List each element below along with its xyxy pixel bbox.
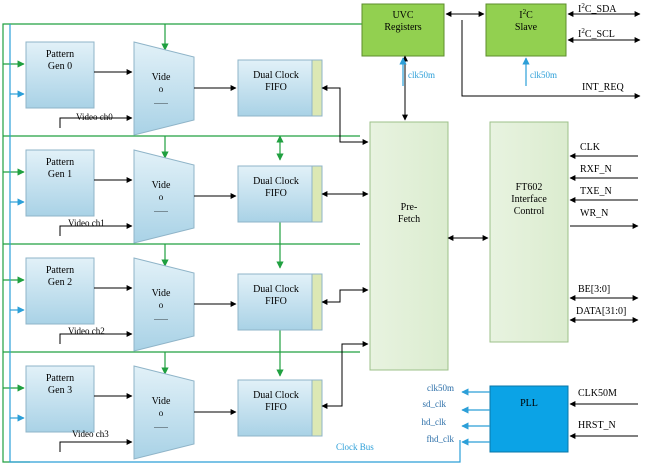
svg-text:o: o [159, 300, 164, 310]
svg-text:FT602: FT602 [516, 182, 543, 193]
signal-rxf: RXF_N [580, 164, 612, 175]
svg-text:Vide: Vide [152, 180, 171, 191]
pll-clk-in: CLK50M [578, 388, 617, 399]
svg-text:Registers: Registers [384, 22, 421, 33]
mux-dots: ....... [154, 313, 168, 322]
svg-text:Dual Clock: Dual Clock [253, 176, 299, 187]
svg-text:Vide: Vide [152, 72, 171, 83]
pattern-to-mux-arrows [59, 69, 237, 452]
fifo-0: Dual Clock FIFO [237, 59, 323, 117]
mux-dots: ....... [154, 421, 168, 430]
uvc-registers-block: UVC Registers [361, 3, 445, 57]
ft602-signal-lines [569, 153, 639, 323]
svg-text:o: o [159, 408, 164, 418]
prefetch-block: Pre- Fetch [369, 121, 449, 371]
svg-text:Dual Clock: Dual Clock [253, 390, 299, 401]
clock-bus-lines [9, 24, 461, 463]
video-mux-2: Vide o ....... [133, 257, 195, 352]
register-clock-lines [399, 57, 530, 86]
video-ch-label: Video ch3 [72, 429, 109, 439]
pll-outputs [461, 388, 490, 446]
svg-text:Dual Clock: Dual Clock [253, 70, 299, 81]
svg-text:o: o [159, 192, 164, 202]
pll-out-label: hd_clk [422, 417, 447, 427]
video-mux-1: Vide o ....... [133, 149, 195, 244]
signal-wr: WR_N [580, 208, 608, 219]
clk-i2c-label: clk50m [530, 70, 557, 80]
video-mux-3: Vide o ....... [133, 365, 195, 460]
i2c-sda-label: I2C_SDA [578, 2, 617, 15]
svg-text:FIFO: FIFO [265, 402, 287, 413]
register-links [402, 11, 641, 121]
pll-out-label: sd_clk [423, 399, 447, 409]
pattern-gen-2: Pattern Gen 2 [25, 257, 95, 325]
pattern-gen-1: Pattern Gen 1 [25, 149, 95, 217]
svg-text:Vide: Vide [152, 396, 171, 407]
pll-out-label: clk50m [427, 383, 454, 393]
pattern-gen-3: Pattern Gen 3 [25, 365, 95, 433]
pattern-gen-id: Gen 0 [48, 61, 72, 72]
pattern-label: Pattern [46, 157, 74, 168]
pattern-label: Pattern [46, 265, 74, 276]
pattern-label: Pattern [46, 49, 74, 60]
fifo-3: Dual Clock FIFO [237, 379, 323, 437]
signal-txe: TXE_N [580, 186, 612, 197]
signal-clk: CLK [580, 142, 601, 153]
video-ch-label: Video ch1 [68, 218, 105, 228]
svg-text:UVC: UVC [392, 10, 413, 21]
mux-dots: ....... [154, 205, 168, 214]
svg-text:FIFO: FIFO [265, 188, 287, 199]
video-ch-label: Video ch0 [76, 112, 113, 122]
svg-text:Interface: Interface [511, 194, 547, 205]
pll-inputs [569, 401, 638, 439]
pattern-gen-id: Gen 1 [48, 169, 72, 180]
signal-data: DATA[31:0] [576, 306, 626, 317]
svg-text:PLL: PLL [520, 398, 538, 409]
mux-dots: ....... [154, 97, 168, 106]
pattern-gen-id: Gen 2 [48, 277, 72, 288]
video-ch-label: Video ch2 [68, 326, 105, 336]
svg-text:Dual Clock: Dual Clock [253, 284, 299, 295]
svg-text:Slave: Slave [515, 22, 538, 33]
int-req-label: INT_REQ [582, 82, 624, 93]
fifo-to-prefetch-links [321, 85, 369, 409]
svg-text:Control: Control [514, 206, 545, 217]
i2c-title: I2C [519, 8, 533, 21]
clk-uvc-label: clk50m [408, 70, 435, 80]
video-mux-0: Vide o ....... [133, 41, 195, 136]
pll-out-label: fhd_clk [427, 434, 455, 444]
pll-rst-in: HRST_N [578, 420, 616, 431]
signal-be: BE[3:0] [578, 284, 610, 295]
fifo-2: Dual Clock FIFO [237, 273, 323, 331]
i2c-scl-label: I2C_SCL [578, 27, 615, 40]
svg-text:Fetch: Fetch [398, 214, 420, 225]
pattern-label: Pattern [46, 373, 74, 384]
svg-text:FIFO: FIFO [265, 296, 287, 307]
pattern-gen-0: Pattern Gen 0 [25, 41, 95, 109]
svg-text:Pre-: Pre- [401, 202, 418, 213]
fifo-1: Dual Clock FIFO [237, 165, 323, 223]
svg-text:Vide: Vide [152, 288, 171, 299]
i2c-slave-block: I2C Slave [485, 3, 567, 57]
clock-bus-label: Clock Bus [336, 442, 374, 452]
svg-text:FIFO: FIFO [265, 82, 287, 93]
ft602-block: FT602 Interface Control [489, 121, 569, 343]
pattern-gen-id: Gen 3 [48, 385, 72, 396]
pll-block: PLL [489, 385, 569, 453]
svg-text:o: o [159, 84, 164, 94]
